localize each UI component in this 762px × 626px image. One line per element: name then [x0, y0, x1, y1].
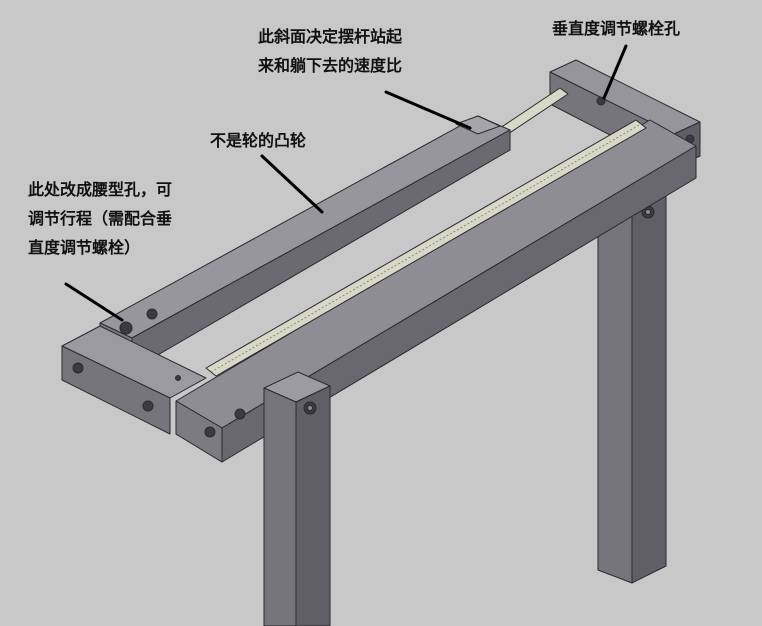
- back-right-leg: [597, 169, 667, 584]
- leader-bolt-hole: [602, 44, 628, 100]
- annotation-slope-line-1: 此斜面决定摆杆站起: [258, 27, 403, 46]
- cam-bar: [99, 115, 511, 371]
- front-cross-beam: [61, 325, 207, 435]
- annotation-slot-line-2: 调节行程（需配合垂: [28, 209, 173, 228]
- leader-cam: [260, 154, 324, 214]
- leader-slot: [64, 282, 124, 322]
- annotation-slot-line-3: 直度调节螺栓）: [28, 238, 141, 257]
- annotation-slope: 此斜面决定摆杆站起 来和躺下去的速度比: [258, 22, 402, 80]
- leader-lines: [64, 44, 628, 322]
- front-right-leg: [263, 371, 331, 626]
- annotation-vertical-bolt-hole: 垂直度调节螺栓孔: [552, 19, 681, 38]
- leader-slope: [384, 90, 472, 130]
- annotation-slot-line-1: 此处改成腰型孔，可: [28, 180, 173, 199]
- annotation-slot: 此处改成腰型孔，可 调节行程（需配合垂 直度调节螺栓）: [28, 175, 172, 262]
- slot-hole: [119, 321, 133, 335]
- annotation-slope-line-2: 来和躺下去的速度比: [258, 56, 403, 75]
- annotation-not-cam: 不是轮的凸轮: [210, 131, 307, 150]
- front-end-block: [175, 400, 246, 463]
